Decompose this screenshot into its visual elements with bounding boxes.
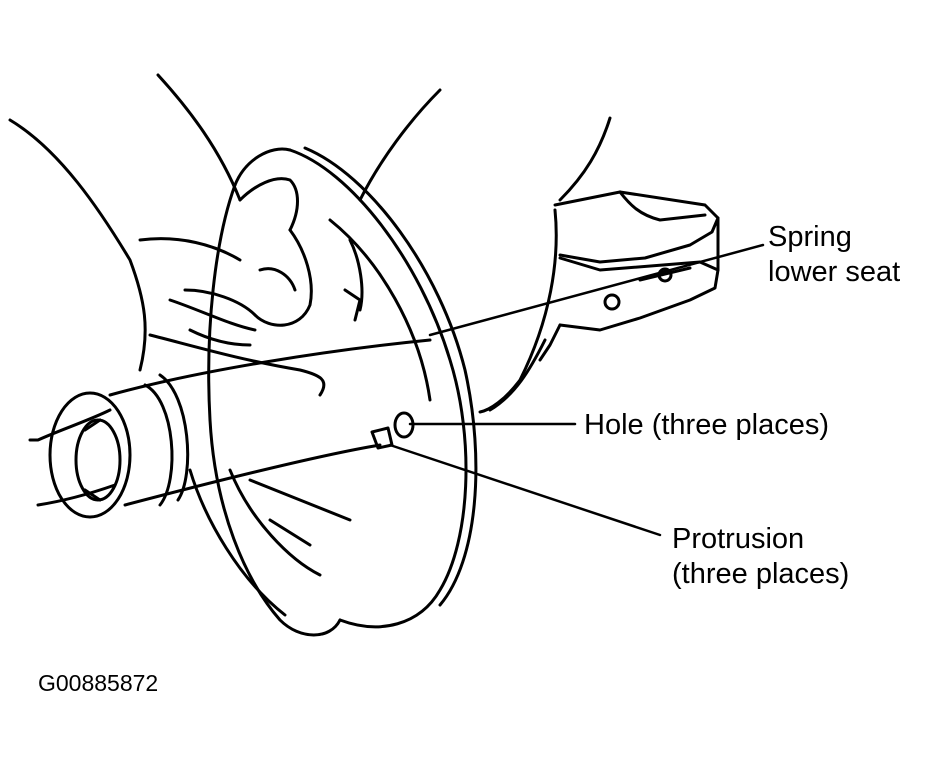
label-spring-lower-seat-line2: lower seat xyxy=(768,256,901,288)
figure-code: G00885872 xyxy=(38,670,159,696)
label-protrusion: Protrusion (three places) xyxy=(672,522,849,592)
spring-lower-seat xyxy=(190,148,476,635)
right-hand xyxy=(360,90,610,412)
strut-bracket xyxy=(540,192,718,360)
label-protrusion-line1: Protrusion xyxy=(672,523,805,555)
label-hole: Hole (three places) xyxy=(584,409,829,441)
label-spring-lower-seat: Spring lower seat xyxy=(768,220,900,290)
leader-protrusion xyxy=(390,445,660,535)
shock-absorber-shaft xyxy=(30,340,430,517)
left-hand xyxy=(10,75,324,395)
label-spring-lower-seat-line1: Spring xyxy=(768,221,852,253)
label-protrusion-line2: (three places) xyxy=(672,558,850,590)
leader-spring-lower-seat xyxy=(430,245,763,335)
